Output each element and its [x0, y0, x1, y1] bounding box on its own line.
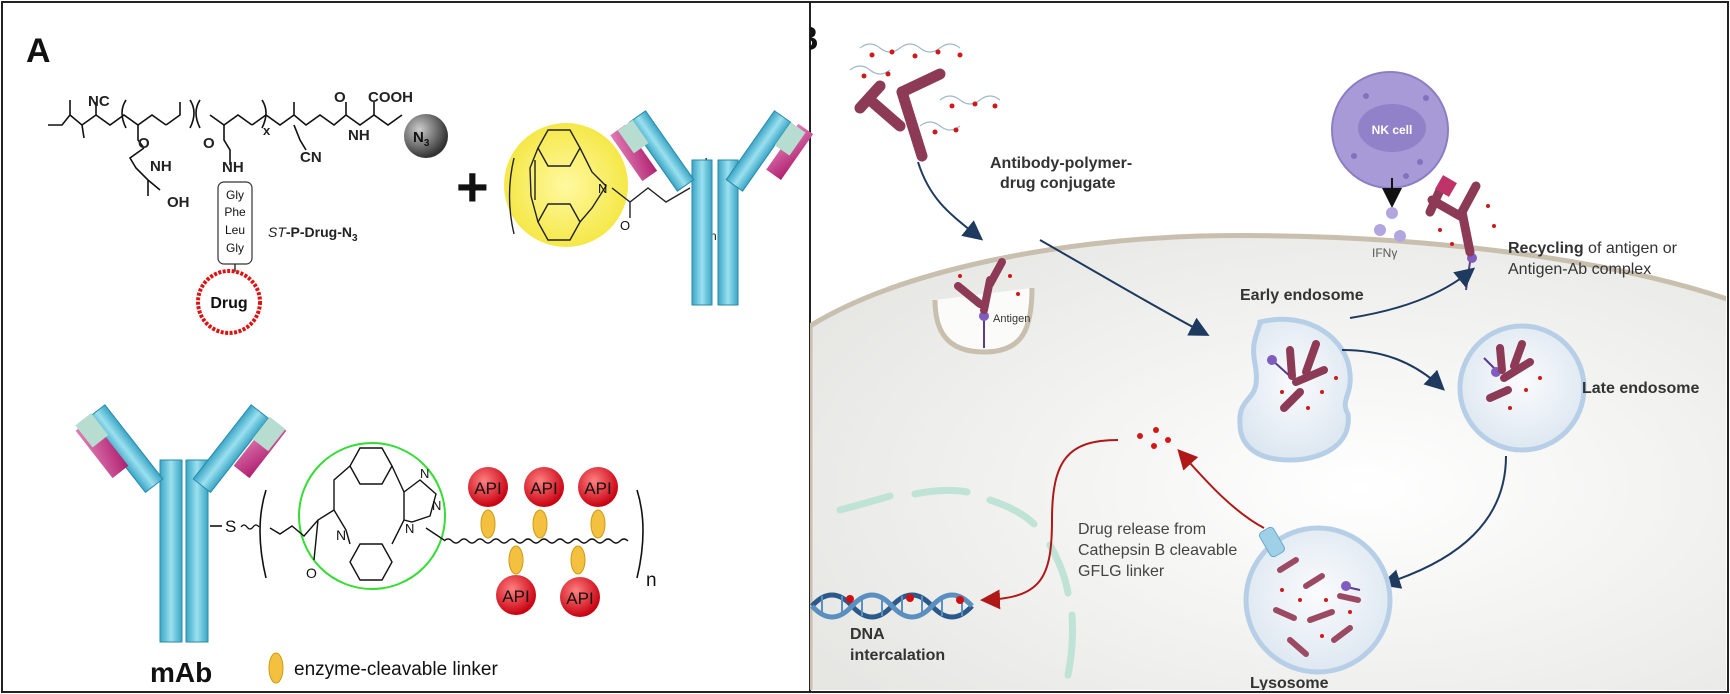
- release-label-line-3: GFLG linker: [1078, 563, 1165, 580]
- early-endosome: [1237, 316, 1353, 463]
- peptide-phe: Phe: [224, 205, 246, 219]
- peptide-leu: Leu: [225, 223, 245, 237]
- dna-helix: [810, 592, 974, 620]
- chem-o3: O: [334, 89, 346, 106]
- triazole-n-1: N: [420, 466, 429, 481]
- chem-nc: NC: [88, 93, 110, 110]
- api-label-4: API: [502, 587, 529, 606]
- linker-legend-label: enzyme-cleavable linker: [294, 659, 498, 680]
- dna-label-line-2: intercalation: [850, 647, 945, 664]
- dbco-o: O: [620, 218, 630, 233]
- api-label-1: API: [474, 479, 501, 498]
- late-endosome-conjugate: [1483, 340, 1542, 410]
- arrow-to-early-endosome: [1039, 239, 1210, 336]
- chem-nh2: NH: [222, 159, 244, 176]
- conjugate-label-line-2: drug conjugate: [1000, 175, 1116, 192]
- nucleus: [836, 486, 1076, 679]
- triazole-n-2: N: [432, 498, 441, 513]
- arrow-drug-release: [1177, 449, 1265, 529]
- ifn-label: IFNγ: [1372, 246, 1397, 260]
- linker-legend-icon: [268, 652, 284, 684]
- antigen-label: Antigen: [993, 313, 1030, 325]
- api-group: API API API API: [468, 467, 618, 617]
- late-endosome-label: Late endosome: [1582, 380, 1699, 397]
- drug-circle: [196, 269, 262, 335]
- panel-a-label: A: [26, 32, 51, 70]
- recycling-label-line-1: Recycling of antigen or: [1508, 240, 1678, 257]
- nk-cell: [1331, 71, 1449, 189]
- early-endosome-conjugate: [1267, 340, 1338, 412]
- triazole-n-amide: N: [336, 527, 346, 543]
- released-drug: [1137, 427, 1171, 449]
- pit-conjugate: [954, 258, 1020, 348]
- panel-b: DNA intercalation Antibody: [794, 20, 1726, 692]
- api-2: API: [524, 467, 564, 539]
- chem-cooh: COOH: [368, 89, 413, 106]
- triazole-n-3: N: [405, 521, 414, 536]
- dbco-subscript-n: n: [710, 229, 717, 243]
- antibody-conjugate: S n N O N N N: [75, 404, 657, 643]
- conjugate-label-line-1: Antibody-polymer-: [990, 155, 1132, 172]
- recycled-conjugate: [1425, 175, 1496, 291]
- polymer-structure: [48, 99, 403, 196]
- mab-label: mAb: [150, 657, 212, 688]
- arrow-to-pit: [917, 161, 984, 241]
- dbco-n: N: [598, 181, 607, 196]
- arrow-to-dna: [980, 439, 1119, 610]
- dna-label-line-1: DNA: [850, 626, 885, 643]
- arrow-to-lysosome: [1380, 455, 1507, 589]
- chem-n3: N3: [413, 129, 430, 149]
- chem-cn: CN: [300, 149, 322, 166]
- nk-cell-label: NK cell: [1372, 123, 1413, 137]
- api-1: API: [468, 467, 508, 539]
- antibody-top: [610, 110, 814, 306]
- peptide-gly-2: Gly: [226, 241, 244, 255]
- api-4: API: [496, 545, 536, 615]
- incoming-conjugate: [849, 43, 1001, 162]
- azide-sphere: [404, 114, 448, 158]
- lysosome-contents: [1273, 557, 1361, 657]
- repeat-n: n: [646, 570, 657, 591]
- recycling-label-line-2: Antigen-Ab complex: [1508, 261, 1651, 278]
- release-label-line-1: Drug release from: [1078, 521, 1206, 538]
- arrow-to-late-endosome: [1341, 349, 1445, 391]
- chem-nh3: NH: [348, 127, 370, 144]
- arrow-recycling: [1349, 267, 1476, 319]
- release-label-line-2: Cathepsin B cleavable: [1078, 542, 1237, 559]
- plus-sign: +: [456, 155, 489, 218]
- compound-name: ST-P-Drug-N3: [268, 224, 358, 244]
- polymer-chain: [443, 538, 629, 544]
- chem-o1: O: [138, 135, 150, 152]
- late-endosome: [1457, 323, 1587, 453]
- api-3: API: [578, 467, 618, 539]
- triazole-o: O: [306, 565, 317, 581]
- lysosome: [1243, 525, 1393, 675]
- triazole-highlight: [298, 442, 446, 590]
- sulfur-label: S: [225, 517, 236, 536]
- antibody-bottom: [75, 404, 287, 643]
- lysosome-label: Lysosome: [1250, 675, 1329, 692]
- lysosome-channel: [1259, 526, 1285, 558]
- chem-nh1: NH: [150, 158, 172, 175]
- api-label-5: API: [566, 589, 593, 608]
- early-endosome-label: Early endosome: [1240, 287, 1364, 304]
- panel-b-label: B: [794, 20, 819, 58]
- chem-o2: O: [203, 135, 215, 152]
- dbco-antibody: N O n: [504, 110, 814, 306]
- peptide-gly-1: Gly: [226, 188, 244, 202]
- api-label-2: API: [530, 479, 557, 498]
- triazole-structure: [269, 447, 445, 581]
- drug-label: Drug: [210, 295, 247, 312]
- panel-a: A NC COOH O NH OH O NH: [26, 32, 814, 688]
- dbco-highlight: [504, 123, 628, 247]
- chem-x: x: [263, 123, 271, 138]
- api-5: API: [560, 545, 600, 617]
- chem-oh: OH: [167, 194, 190, 211]
- api-label-3: API: [584, 479, 611, 498]
